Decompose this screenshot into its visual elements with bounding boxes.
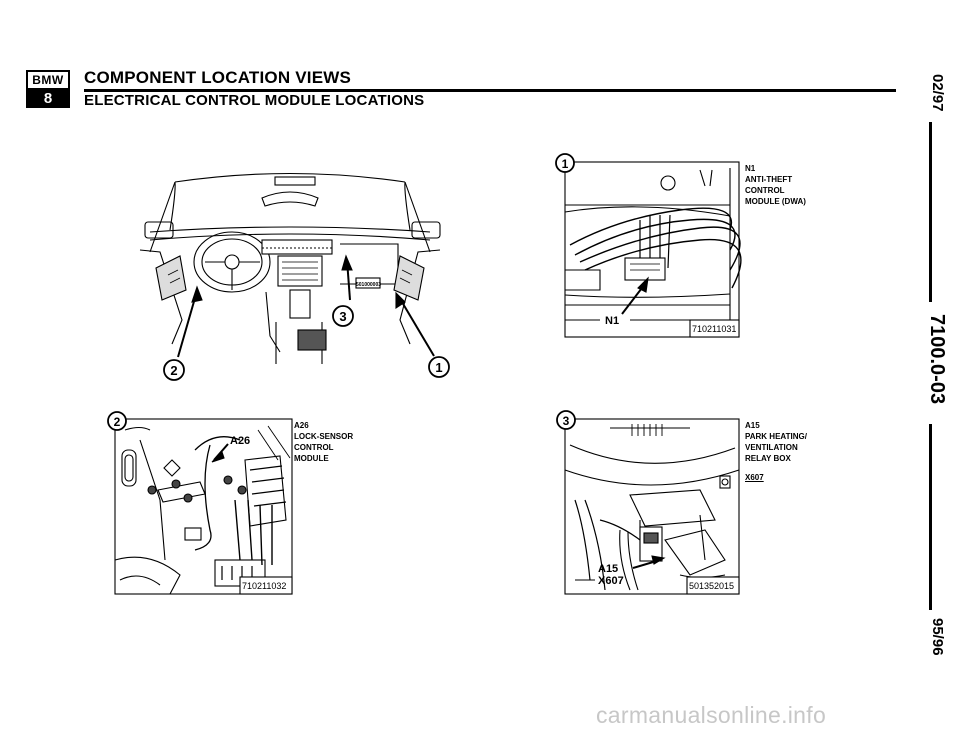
page-subtitle: ELECTRICAL CONTROL MODULE LOCATIONS [84,92,425,109]
callout-overview-left: 2 [163,359,185,381]
side-rule-bottom [929,424,932,610]
bmw-8-series-logo: BMW 8 [26,70,70,108]
panel2-illustration [114,418,293,595]
panel1-caption: N1 ANTI-THEFT CONTROL MODULE (DWA) [745,164,806,206]
panel1-pointer-label: N1 [605,315,619,327]
panel1-illustration [564,161,742,338]
svg-text:3: 3 [339,309,346,324]
callout-overview-right: 1 [428,356,450,378]
callout-panel2: 2 [107,411,127,431]
logo-bmw-text: BMW [28,72,68,90]
dashboard-overview-illustration [139,172,441,364]
panel2-pointer-label: A26 [230,435,250,447]
side-rule-top [929,122,932,302]
panel3-caption: A15 PARK HEATING/ VENTILATION RELAY BOX … [745,421,807,482]
callout-panel1: 1 [555,153,575,173]
panel1-figure-id: 710211031 [692,324,736,334]
watermark: carmanualsonline.info [596,702,827,728]
panel3-pointer-label-a15: A15 [598,563,618,575]
page-title: COMPONENT LOCATION VIEWS [84,68,352,87]
panel3-illustration [564,418,740,595]
header-divider [84,89,896,92]
panel3-pointer-label-x607: X607 [598,575,624,587]
svg-text:2: 2 [114,415,121,429]
logo-series-number: 8 [28,90,68,108]
panel3-figure-id: 501352015 [689,581,734,591]
panel2-caption: A26 LOCK-SENSOR CONTROL MODULE [294,421,354,463]
overview-figure-id: 501000003 [356,282,381,288]
panel2-figure-id: 710211032 [242,581,286,591]
svg-text:2: 2 [170,363,177,378]
panel3-connector-label: X607 [745,473,764,482]
callout-panel3: 3 [556,410,576,430]
callout-overview-center: 3 [332,305,354,327]
svg-text:3: 3 [563,414,570,428]
svg-text:1: 1 [435,360,442,375]
svg-text:1: 1 [562,157,569,171]
